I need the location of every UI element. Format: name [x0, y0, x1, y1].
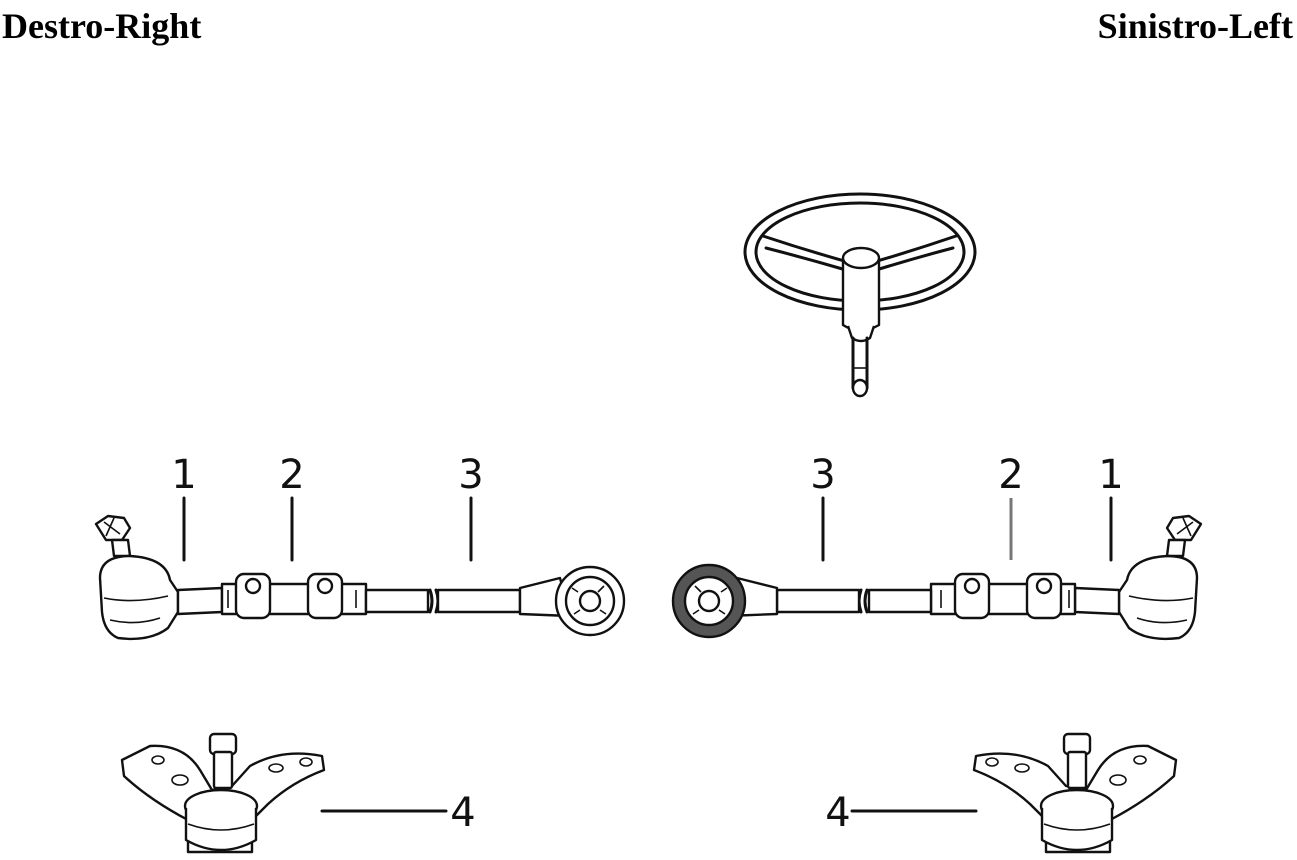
- callout-1-right: 1: [171, 452, 196, 498]
- heading-sinistro-left: Sinistro-Left: [1097, 6, 1293, 46]
- tie-rod-assembly-right: [94, 514, 626, 641]
- callout-1-left: 1: [1098, 452, 1123, 498]
- callout-2-left: 2: [998, 452, 1023, 498]
- callout-3-left: 3: [810, 452, 835, 498]
- steering-wheel-illustration: [743, 192, 977, 398]
- leader-lines: [182, 496, 1113, 813]
- tie-rod-assembly-left: [671, 514, 1203, 641]
- ball-joint-right: [120, 732, 326, 854]
- callout-2-right: 2: [279, 452, 304, 498]
- callout-4-right: 4: [450, 790, 475, 836]
- heading-destro-right: Destro-Right: [2, 6, 202, 46]
- callout-3-right: 3: [458, 452, 483, 498]
- callout-4-left: 4: [825, 790, 850, 836]
- ball-joint-left: [972, 732, 1178, 854]
